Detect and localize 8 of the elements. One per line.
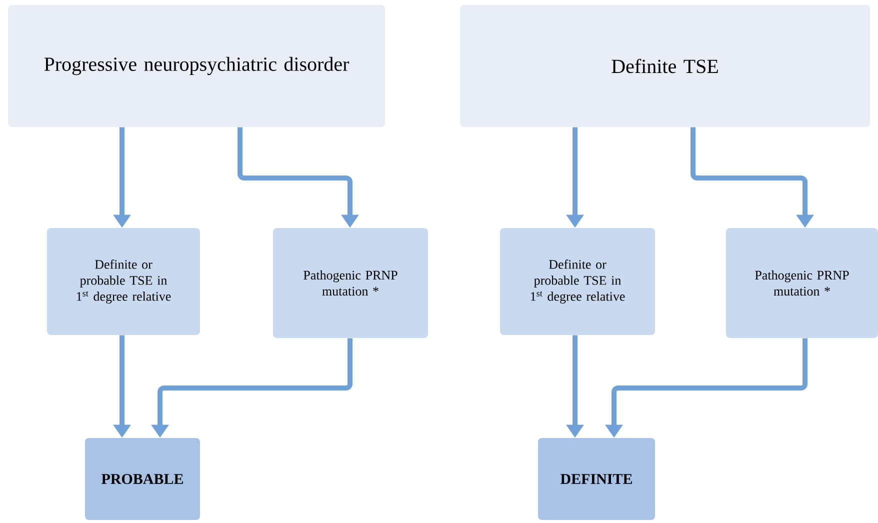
criterion-box: Definite or probable TSE in 1$^{st}$ degree relative [47, 228, 200, 335]
criterion-box: Pathogenic PRNP mutation * [273, 228, 428, 338]
outcome-box: PROBABLE [85, 438, 200, 520]
outcome-box: DEFINITE [538, 438, 655, 520]
heading-box: Progressive neuropsychiatric disorder [8, 5, 385, 127]
criterion-box: Pathogenic PRNP mutation * [726, 228, 878, 338]
heading-box: Definite TSE [460, 5, 870, 127]
criterion-box: Definite or probable TSE in 1$^{st}$ degree relative [500, 228, 655, 335]
